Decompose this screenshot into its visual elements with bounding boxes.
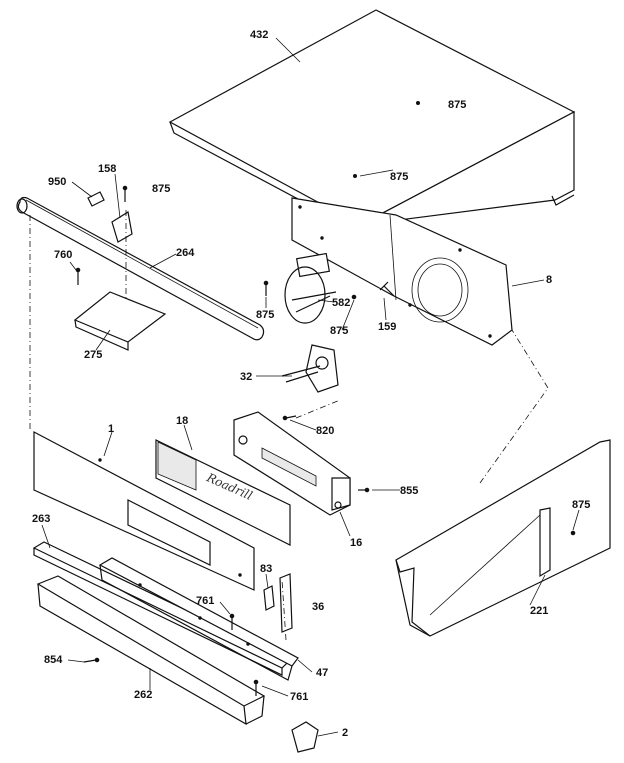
callout-lines — [41, 37, 580, 737]
label-262: 262 — [134, 689, 152, 701]
label-8: 8 — [546, 274, 552, 286]
bottom-rail-262 — [36, 575, 266, 726]
leader-lines — [29, 210, 549, 641]
side-trim-rail — [16, 196, 265, 341]
label-875-left: 875 — [152, 183, 170, 195]
label-875-right: 875 — [572, 499, 590, 511]
label-820: 820 — [316, 425, 334, 437]
label-1: 1 — [108, 423, 114, 435]
label-854: 854 — [44, 654, 63, 666]
label-950: 950 — [48, 176, 66, 188]
fan-motor — [281, 252, 339, 393]
label-855: 855 — [400, 485, 418, 497]
label-875-mid: 875 — [390, 171, 408, 183]
label-761-bot: 761 — [290, 691, 308, 703]
label-221: 221 — [530, 605, 548, 617]
lower-trim-47 — [98, 557, 299, 681]
label-875-top: 875 — [448, 99, 466, 111]
back-panel — [291, 197, 513, 346]
label-159: 159 — [378, 321, 396, 333]
label-264: 264 — [176, 247, 195, 259]
small-hardware — [75, 185, 395, 493]
label-16: 16 — [350, 537, 362, 549]
label-875-fan2: 875 — [330, 325, 348, 337]
small-parts-lower — [83, 573, 319, 753]
side-panel-221 — [395, 439, 611, 637]
label-36: 36 — [312, 601, 324, 613]
top-cover — [168, 9, 576, 232]
label-32: 32 — [240, 371, 252, 383]
label-432: 432 — [250, 29, 268, 41]
label-158: 158 — [98, 163, 116, 175]
control-panel — [33, 431, 255, 591]
part-labels: 432 875 875 950 158 875 264 760 275 875 … — [32, 29, 590, 739]
bracket-275 — [73, 291, 167, 351]
label-761-top: 761 — [196, 595, 214, 607]
switch-housing — [233, 411, 351, 516]
label-760: 760 — [54, 249, 72, 261]
label-18: 18 — [176, 415, 188, 427]
label-263: 263 — [32, 513, 50, 525]
label-582: 582 — [332, 297, 350, 309]
label-275: 275 — [84, 349, 102, 361]
label-47: 47 — [316, 667, 328, 679]
label-875-fan: 875 — [256, 309, 274, 321]
label-2: 2 — [342, 727, 348, 739]
label-83: 83 — [260, 563, 272, 575]
